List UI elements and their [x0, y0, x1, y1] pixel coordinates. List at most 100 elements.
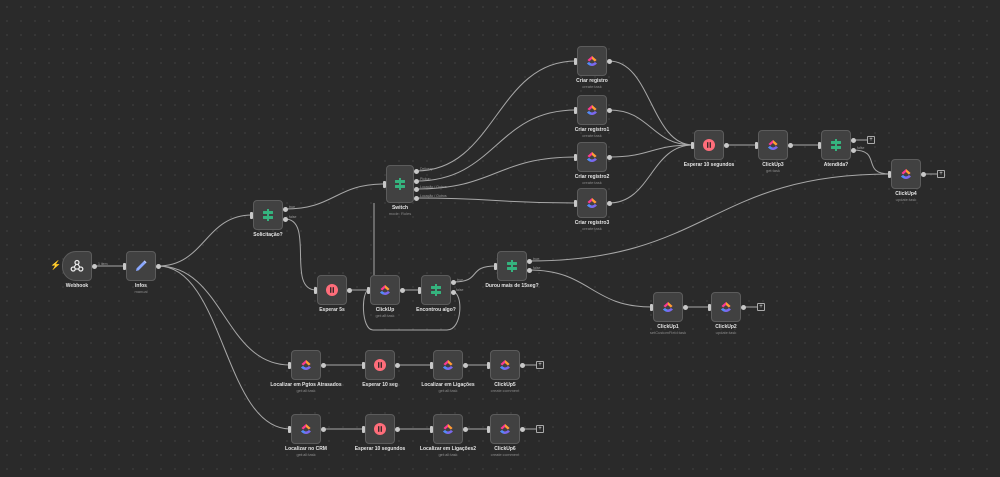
output-port[interactable]: [450, 279, 456, 285]
output-port[interactable]: [740, 304, 746, 310]
output-port[interactable]: [413, 178, 419, 184]
edge-criar2-to-esperar10[interactable]: [608, 144, 694, 158]
input-port[interactable]: [430, 361, 433, 369]
node-criar1[interactable]: [577, 95, 607, 125]
output-port[interactable]: [526, 267, 532, 273]
node-criar2[interactable]: [577, 142, 607, 172]
output-port[interactable]: [413, 186, 419, 192]
edge-criar1-to-esperar10[interactable]: [608, 109, 694, 146]
output-port[interactable]: [606, 58, 612, 64]
node-esperar10seg[interactable]: [365, 350, 395, 380]
output-port[interactable]: [606, 200, 612, 206]
input-port[interactable]: [362, 361, 365, 369]
edge-switch-to-criar3[interactable]: [415, 197, 577, 204]
node-criar[interactable]: [577, 46, 607, 76]
output-port[interactable]: [155, 263, 161, 269]
input-port[interactable]: [888, 170, 891, 178]
input-port[interactable]: [650, 303, 653, 311]
edge-durou-to-clickup1[interactable]: [528, 269, 653, 308]
node-criar3[interactable]: [577, 188, 607, 218]
output-port[interactable]: [606, 154, 612, 160]
output-port[interactable]: [91, 263, 97, 269]
node-clickup4[interactable]: [891, 159, 921, 189]
output-port[interactable]: [450, 289, 456, 295]
node-esperar10seg2[interactable]: [365, 414, 395, 444]
input-port[interactable]: [755, 141, 758, 149]
edge-atendida-to-clickup4[interactable]: [852, 149, 891, 175]
output-port[interactable]: [723, 142, 729, 148]
output-port[interactable]: [282, 206, 288, 212]
node-encontrou[interactable]: [421, 275, 451, 305]
node-durou[interactable]: [497, 251, 527, 281]
edge-switch-to-criar1[interactable]: [415, 109, 577, 182]
node-clickup3[interactable]: [758, 130, 788, 160]
input-port[interactable]: [367, 286, 370, 294]
node-localizar-crm[interactable]: [291, 414, 321, 444]
node-clickup6[interactable]: [490, 414, 520, 444]
output-port[interactable]: [519, 426, 525, 432]
input-port[interactable]: [430, 425, 433, 433]
output-port[interactable]: [850, 137, 856, 143]
node-clickup1[interactable]: [653, 292, 683, 322]
output-port[interactable]: [920, 171, 926, 177]
input-port[interactable]: [494, 262, 497, 270]
node-localizar-lig[interactable]: [433, 350, 463, 380]
add-node-button[interactable]: +: [757, 303, 765, 311]
input-port[interactable]: [574, 57, 577, 65]
add-node-button[interactable]: +: [937, 170, 945, 178]
output-port[interactable]: [526, 258, 532, 264]
output-port[interactable]: [320, 426, 326, 432]
edge-solicitacao-to-switch[interactable]: [284, 183, 386, 210]
input-port[interactable]: [123, 262, 126, 270]
edge-switch-to-criar[interactable]: [415, 60, 577, 172]
output-port[interactable]: [787, 142, 793, 148]
node-clickup5[interactable]: [490, 350, 520, 380]
edge-durou-to-clickup4[interactable]: [528, 173, 891, 262]
output-port[interactable]: [320, 362, 326, 368]
node-clickup[interactable]: [370, 275, 400, 305]
input-port[interactable]: [708, 303, 711, 311]
input-port[interactable]: [818, 141, 821, 149]
input-port[interactable]: [487, 425, 490, 433]
edge-solicitacao-to-esperar5s[interactable]: [284, 218, 317, 291]
input-port[interactable]: [288, 361, 291, 369]
node-localizar-lig2[interactable]: [433, 414, 463, 444]
output-port[interactable]: [850, 147, 856, 153]
input-port[interactable]: [418, 286, 421, 294]
input-port[interactable]: [314, 286, 317, 294]
node-solicitacao[interactable]: [253, 200, 283, 230]
output-port[interactable]: [394, 426, 400, 432]
output-port[interactable]: [462, 426, 468, 432]
output-port[interactable]: [413, 168, 419, 174]
add-node-button[interactable]: +: [536, 425, 544, 433]
node-esperar5s[interactable]: [317, 275, 347, 305]
input-port[interactable]: [288, 425, 291, 433]
node-webhook[interactable]: [62, 251, 92, 281]
edge-encontrou-to-durou[interactable]: [452, 265, 497, 283]
node-localizar-pgtos[interactable]: [291, 350, 321, 380]
add-node-button[interactable]: +: [867, 136, 875, 144]
node-infos[interactable]: [126, 251, 156, 281]
input-port[interactable]: [250, 211, 253, 219]
node-switch[interactable]: [386, 165, 414, 203]
node-clickup2[interactable]: [711, 292, 741, 322]
edge-criar3-to-esperar10[interactable]: [608, 144, 694, 204]
output-port[interactable]: [682, 304, 688, 310]
input-port[interactable]: [574, 199, 577, 207]
input-port[interactable]: [362, 425, 365, 433]
output-port[interactable]: [462, 362, 468, 368]
edge-infos-to-solicitacao[interactable]: [157, 214, 253, 267]
output-port[interactable]: [394, 362, 400, 368]
node-esperar10[interactable]: [694, 130, 724, 160]
add-node-button[interactable]: +: [536, 361, 544, 369]
input-port[interactable]: [383, 180, 386, 188]
input-port[interactable]: [574, 106, 577, 114]
edge-criar-to-esperar10[interactable]: [608, 60, 694, 146]
edge-switch-to-criar2[interactable]: [415, 156, 577, 190]
output-port[interactable]: [606, 107, 612, 113]
node-atendida[interactable]: [821, 130, 851, 160]
edge-infos-to-localizar_crm[interactable]: [157, 265, 291, 430]
edge-loop-encontrou-to-clickup[interactable]: [363, 289, 461, 331]
output-port[interactable]: [346, 287, 352, 293]
